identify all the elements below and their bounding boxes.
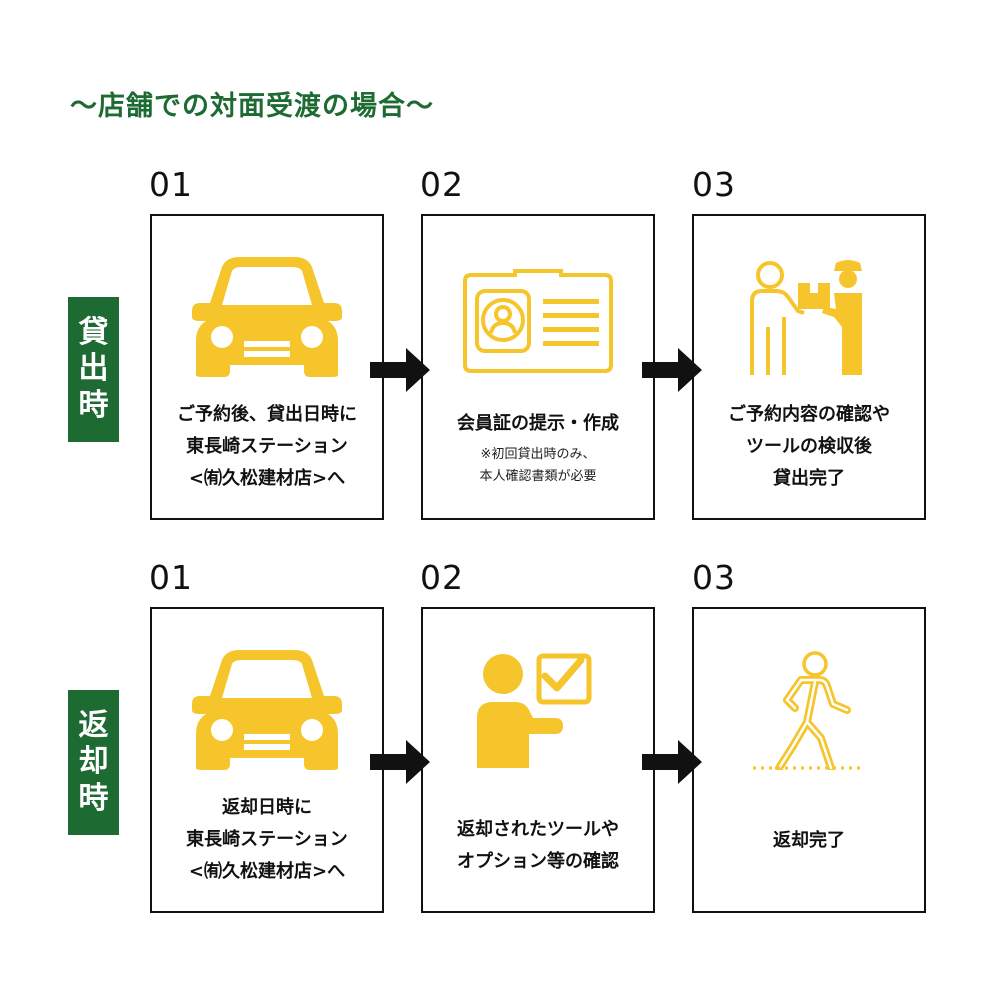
step-description: 返却日時に 東長崎ステーション <㈲久松建材店>へ xyxy=(186,797,348,882)
section-label-char: 貸 xyxy=(78,314,109,350)
step-number: 02 xyxy=(420,165,464,204)
step-number: 02 xyxy=(420,558,464,597)
step-description: 返却完了 xyxy=(773,830,845,851)
id-card-icon xyxy=(423,256,653,386)
step-number: 03 xyxy=(692,165,736,204)
step-card: 返却完了 xyxy=(692,607,926,913)
step-number: 01 xyxy=(149,558,193,597)
section-label-char: 時 xyxy=(78,387,109,423)
step-description: 返却されたツールや オプション等の確認 xyxy=(457,819,619,872)
arrow-right-icon xyxy=(642,348,702,392)
section-label-char: 出 xyxy=(78,351,109,387)
section-label-char: 却 xyxy=(78,744,109,780)
step-card: 会員証の提示・作成 ※初回貸出時のみ、 本人確認書類が必要 xyxy=(421,214,655,520)
step-card: ご予約後、貸出日時に 東長崎ステーション <㈲久松建材店>へ xyxy=(150,214,384,520)
step-card: 返却日時に 東長崎ステーション <㈲久松建材店>へ xyxy=(150,607,384,913)
car-icon xyxy=(152,645,382,775)
section-label-lending: 貸 出 時 xyxy=(68,297,119,442)
section-label-char: 返 xyxy=(78,707,109,743)
step-number: 01 xyxy=(149,165,193,204)
page-title: 〜店舗での対面受渡の場合〜 xyxy=(70,91,434,122)
arrow-right-icon xyxy=(370,348,430,392)
section-label-char: 時 xyxy=(78,780,109,816)
delivery-icon xyxy=(694,252,924,382)
car-icon xyxy=(152,252,382,382)
section-label-return: 返 却 時 xyxy=(68,690,119,835)
walking-person-icon xyxy=(694,645,924,775)
step-card: 返却されたツールや オプション等の確認 xyxy=(421,607,655,913)
step-note: ※初回貸出時のみ、 本人確認書類が必要 xyxy=(479,447,597,484)
checklist-icon xyxy=(423,645,653,775)
arrow-right-icon xyxy=(642,740,702,784)
step-number: 03 xyxy=(692,558,736,597)
step-description: ご予約内容の確認や ツールの検収後 貸出完了 xyxy=(728,404,890,489)
arrow-right-icon xyxy=(370,740,430,784)
step-description: ご予約後、貸出日時に 東長崎ステーション <㈲久松建材店>へ xyxy=(177,404,357,489)
step-card: ご予約内容の確認や ツールの検収後 貸出完了 xyxy=(692,214,926,520)
step-description: 会員証の提示・作成 xyxy=(457,413,619,434)
